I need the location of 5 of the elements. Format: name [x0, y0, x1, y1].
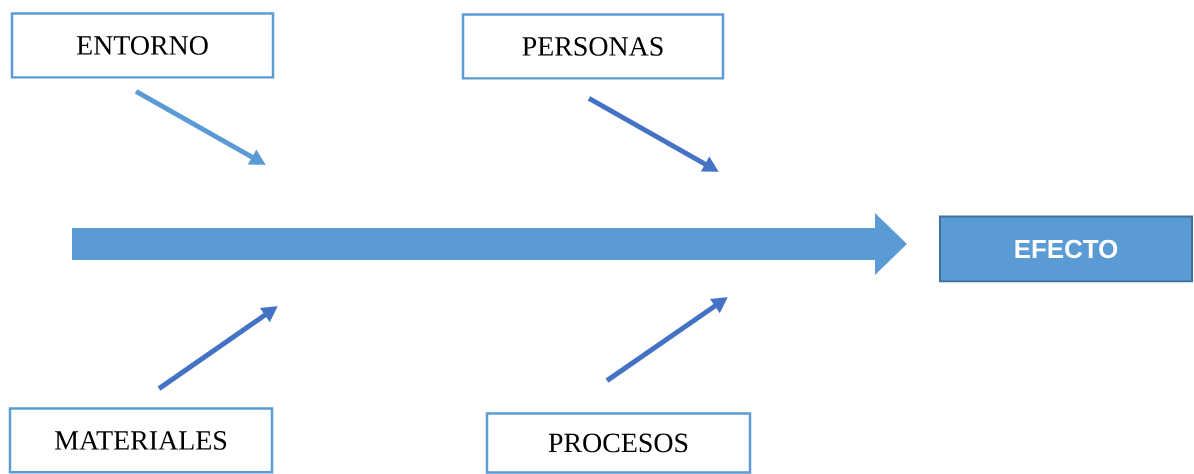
cause-box: PERSONAS: [461, 13, 725, 80]
cause-box: MATERIALES: [8, 407, 274, 474]
cause-box: ENTORNO: [10, 12, 275, 79]
cause-box: PROCESOS: [485, 412, 752, 474]
effect-box: EFECTO: [938, 215, 1194, 283]
